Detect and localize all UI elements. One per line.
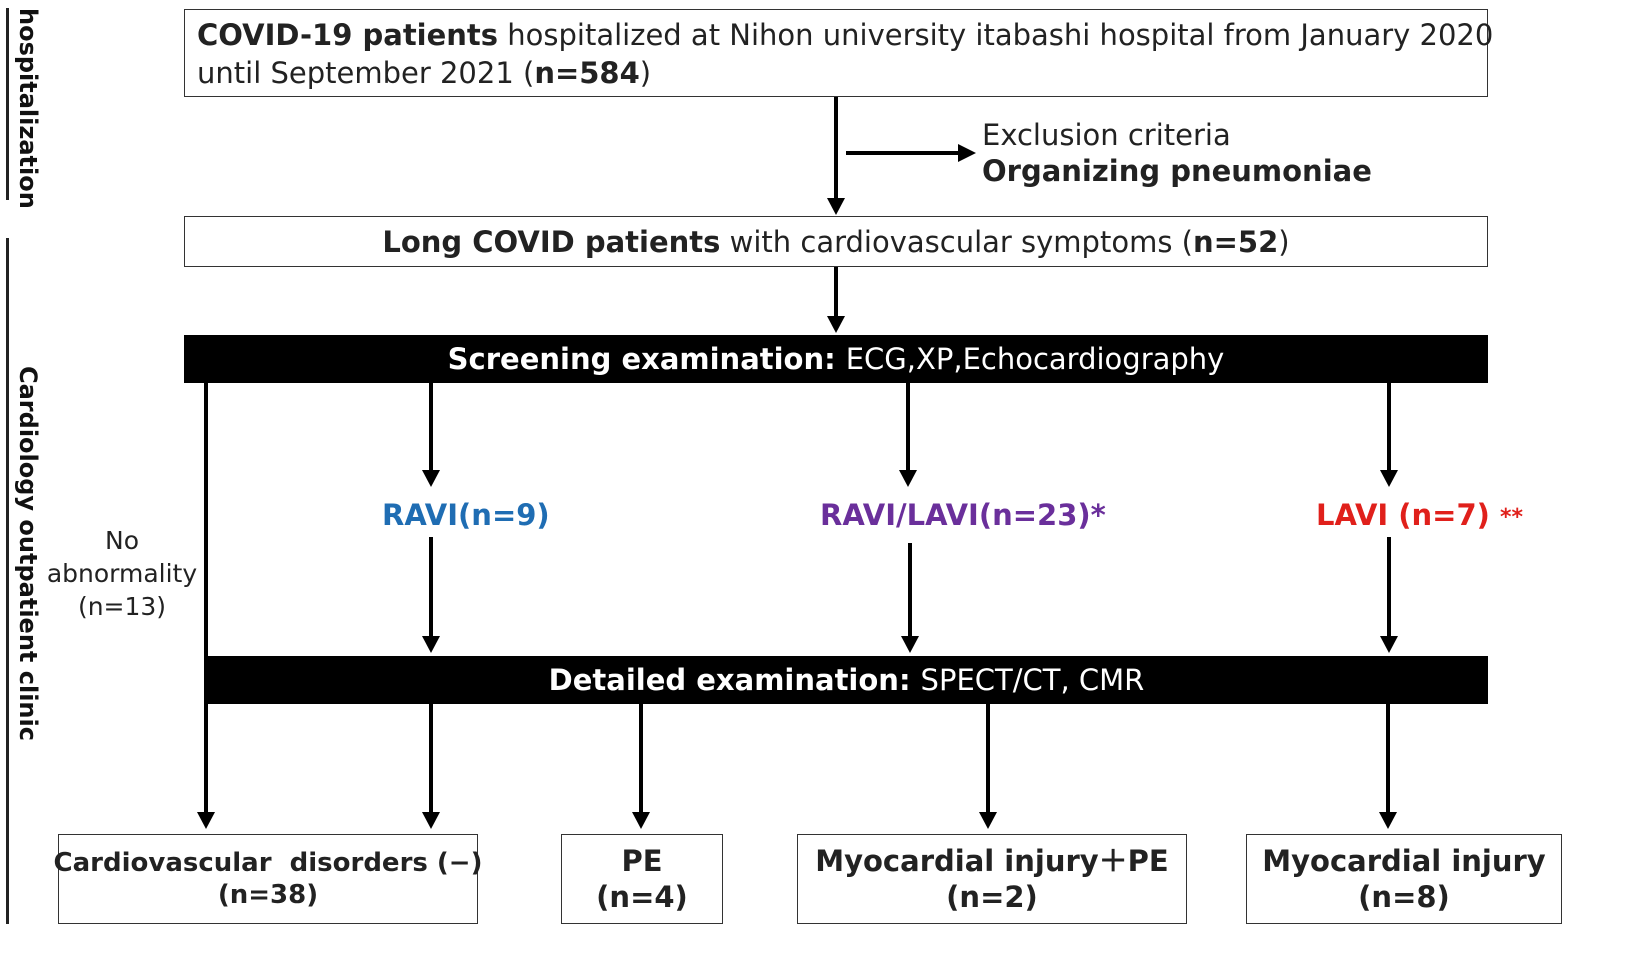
no-abnormality-label: No abnormality (n=13) — [40, 524, 204, 623]
screening-bar-bold: Screening examination: — [447, 342, 836, 376]
no-abnormality-line3: (n=13) — [77, 592, 167, 621]
long-covid-box: Long COVID patients with cardiovascular … — [184, 216, 1488, 267]
outcome-count: (n=2) — [946, 880, 1038, 914]
screening-bar-rest: ECG,XP,Echocardiography — [845, 342, 1225, 376]
outcome-box-myocardial-pe: Myocardial injury＋PE (n=2) — [797, 834, 1187, 924]
arrowhead-detailed-to-no-disorders — [422, 812, 440, 829]
covid-box-rest: hospitalized at Nihon university itabash… — [498, 18, 1494, 52]
detailed-bar-rest: SPECT/CT, CMR — [920, 663, 1145, 697]
covid-box-line2-end: ) — [639, 56, 652, 90]
outcome-box-no-disorders: Cardiovascular disorders (−) (n=38) — [54, 834, 482, 924]
exclusion-item: Organizing pneumoniae — [982, 154, 1372, 188]
arrowhead-longcovid-to-screening — [827, 316, 845, 333]
covid-patients-box: COVID-19 patients hospitalized at Nihon … — [184, 9, 1493, 97]
long-covid-count: n=52 — [1192, 224, 1279, 259]
arrowhead-detailed-to-pe — [632, 812, 650, 829]
arrowhead-screening-to-lavi — [1380, 470, 1398, 487]
outcome-box-pe: PE (n=4) — [561, 834, 723, 924]
covid-box-line2-text: until September 2021 ( — [197, 56, 535, 90]
screening-examination-bar: Screening examination: ECG,XP,Echocardio… — [184, 335, 1488, 383]
arrowhead-no-abnormality — [197, 812, 215, 829]
outcome-count: (n=38) — [217, 880, 319, 910]
covid-box-line2: until September 2021 (n=584) — [197, 54, 1475, 92]
long-covid-bold: Long COVID patients — [382, 224, 721, 259]
arrowhead-lavi-to-detailed — [1380, 636, 1398, 653]
no-abnormality-line1: No — [105, 526, 139, 555]
arrowhead-screening-to-ravi — [422, 470, 440, 487]
finding-ravi: RAVI(n=9) — [382, 498, 550, 532]
finding-ravi-lavi: RAVI/LAVI(n=23)* — [820, 498, 1106, 532]
covid-box-line1: COVID-19 patients hospitalized at Nihon … — [197, 16, 1493, 54]
outcome-title: Myocardial injury＋PE — [815, 844, 1169, 878]
covid-box-count: n=584 — [534, 56, 640, 90]
arrowhead-detailed-to-myocardial-pe — [979, 812, 997, 829]
detailed-examination-bar: Detailed examination: SPECT/CT, CMR — [205, 656, 1488, 704]
covid-box-bold: COVID-19 patients — [197, 18, 499, 52]
arrowhead-ravi-to-detailed — [422, 636, 440, 653]
hospitalization-divider — [6, 8, 9, 200]
exclusion-title: Exclusion criteria — [982, 118, 1231, 152]
arrowhead-exclusion — [958, 144, 976, 162]
outcome-title: PE — [621, 844, 663, 878]
no-abnormality-line2: abnormality — [46, 559, 198, 588]
arrowhead-screening-to-ravi-lavi — [899, 470, 917, 487]
finding-lavi: LAVI (n=7) ** — [1316, 498, 1523, 532]
long-covid-rest: with cardiovascular symptoms ( — [720, 224, 1193, 259]
outcome-title: Cardiovascular disorders (−) — [53, 848, 483, 878]
arrowhead-ravi-lavi-to-detailed — [901, 636, 919, 653]
arrowhead-top-to-longcovid — [827, 198, 845, 215]
arrowhead-detailed-to-myocardial — [1379, 812, 1397, 829]
long-covid-end: ) — [1278, 224, 1290, 259]
outcome-count: (n=4) — [596, 880, 688, 914]
outcome-title: Myocardial injury — [1262, 844, 1546, 878]
outcome-count: (n=8) — [1358, 880, 1450, 914]
outcome-box-myocardial: Myocardial injury (n=8) — [1246, 834, 1562, 924]
detailed-bar-bold: Detailed examination: — [548, 663, 911, 697]
finding-lavi-label: LAVI (n=7) — [1316, 498, 1490, 532]
cardiology-divider — [6, 238, 9, 924]
